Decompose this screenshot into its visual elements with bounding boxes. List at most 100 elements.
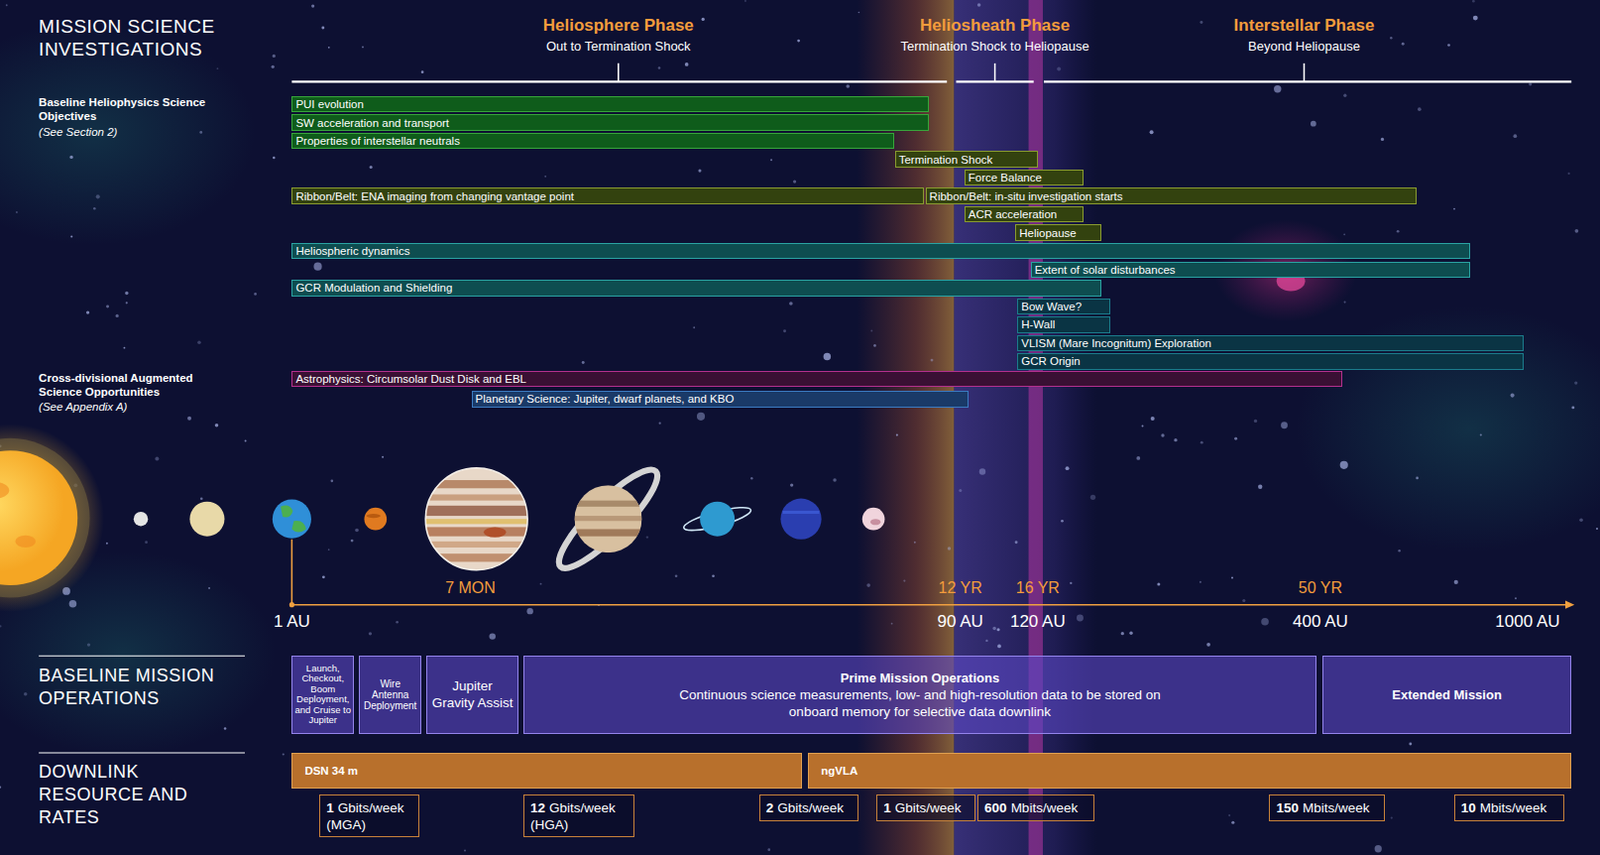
star [381, 456, 384, 458]
star [1528, 82, 1532, 86]
rate-box: 1Gbits/week [876, 794, 976, 821]
star [154, 456, 159, 460]
rate-value: 12 [530, 800, 546, 815]
star [96, 194, 101, 199]
star [1228, 813, 1231, 816]
star [1273, 85, 1281, 93]
downlink-bar: ngVLA [807, 752, 1572, 789]
star [866, 582, 871, 587]
star [115, 314, 119, 318]
star [711, 573, 715, 577]
star [789, 301, 794, 306]
phase-title: Launch, Checkout, Boom Deployment, and C… [294, 663, 351, 726]
star [1340, 460, 1349, 469]
bar-label: GCR Modulation and Shielding [295, 280, 453, 295]
star [421, 70, 425, 74]
objective-bar: Heliospheric dynamics [291, 242, 1471, 259]
phase-box: Wire Antenna Deployment [358, 655, 422, 734]
star [845, 84, 850, 89]
star [832, 477, 837, 482]
star [321, 26, 325, 30]
star [224, 726, 228, 730]
star [744, 0, 747, 2]
star [958, 488, 962, 492]
star [282, 752, 285, 755]
phase-subheading: Beyond Heliopause [1248, 38, 1361, 54]
star [1401, 42, 1405, 46]
star [685, 62, 689, 67]
rate-unit: Mbits/week [1480, 800, 1548, 815]
bar-label: Extent of solar disturbances [1034, 262, 1176, 277]
phase-box: Launch, Checkout, Boom Deployment, and C… [291, 655, 354, 734]
star [93, 207, 97, 211]
rate-box: 12Gbits/week (HGA) [523, 794, 635, 837]
distance-label: 90 AU [936, 611, 983, 632]
star [581, 360, 585, 364]
bar-label: Properties of interstellar neutrals [295, 133, 460, 148]
phase-title: Wire Antenna Deployment [361, 678, 419, 711]
objective-bar: GCR Origin [1017, 352, 1524, 369]
phase-title: Extended Mission [1391, 685, 1502, 703]
star [1374, 844, 1382, 852]
star [187, 416, 192, 421]
star [1344, 301, 1347, 304]
objective-bar: Bow Wave? [1017, 298, 1111, 315]
bar-label: VLISM (Mare Incognitum) Exploration [1021, 336, 1212, 350]
star [1472, 0, 1476, 2]
bar-label: ngVLA [820, 764, 858, 777]
star [125, 301, 128, 304]
star [1199, 580, 1202, 583]
bar-label: Astrophysics: Circumsolar Dust Disk and … [295, 371, 527, 386]
phase-box: Jupiter Gravity Assist [426, 655, 519, 734]
star [199, 130, 203, 134]
objective-bar: ACR acceleration [964, 206, 1084, 223]
star [1343, 232, 1346, 235]
star [1242, 598, 1246, 602]
star [658, 66, 662, 70]
star [544, 175, 547, 178]
objective-bar: Force Balance [964, 169, 1084, 186]
star [930, 358, 934, 362]
star [1473, 15, 1479, 21]
star [272, 156, 275, 159]
star [977, 2, 982, 7]
objective-bar: Ribbon/Belt: ENA imaging from changing v… [291, 187, 923, 204]
bar-label: Planetary Science: Jupiter, dwarf planet… [475, 391, 735, 406]
star [526, 607, 533, 614]
star [1310, 120, 1317, 127]
star [1571, 405, 1575, 409]
star [200, 496, 204, 500]
star [87, 642, 91, 646]
star [15, 211, 18, 214]
star [328, 548, 331, 551]
star [696, 412, 705, 421]
star [891, 622, 894, 625]
star [947, 546, 951, 550]
star [1173, 438, 1177, 442]
star [1280, 421, 1288, 429]
objective-bar: VLISM (Mare Incognitum) Exploration [1017, 335, 1524, 351]
star [914, 541, 916, 544]
star [106, 542, 109, 545]
star [272, 54, 276, 58]
bar-label: GCR Origin [1021, 353, 1080, 368]
star [1142, 424, 1144, 427]
star [1447, 43, 1451, 47]
row-heading: DOWNLINK RESOURCE AND RATES [38, 760, 237, 829]
section-note: (See Appendix A) [38, 399, 127, 415]
time-label: 12 YR [938, 578, 983, 597]
star [1090, 494, 1096, 500]
star [1076, 614, 1084, 622]
star [997, 627, 1001, 631]
objective-bar: GCR Modulation and Shielding [291, 279, 1101, 296]
distance-label: 1 AU [273, 611, 311, 632]
star [1160, 433, 1164, 437]
downlink-bar: DSN 34 m [291, 752, 802, 789]
star [1574, 380, 1578, 384]
bar-label: Bow Wave? [1021, 299, 1082, 314]
star [1206, 642, 1211, 647]
star [750, 476, 753, 479]
rate-box: 2Gbits/week [759, 794, 859, 821]
objective-bar: Termination Shock [895, 150, 1038, 167]
time-label: 16 YR [1016, 578, 1060, 597]
